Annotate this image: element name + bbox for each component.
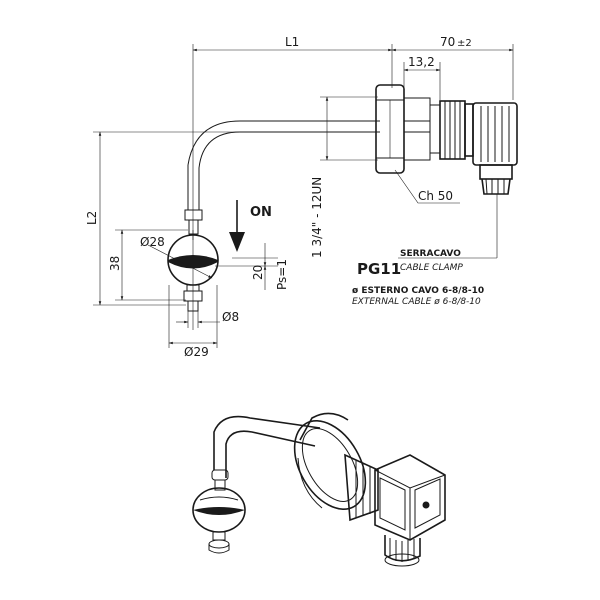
dim-thread: 1 3/4" - 12UN bbox=[310, 177, 324, 258]
esterno-label: ø ESTERNO CAVO 6-8/8-10 bbox=[352, 286, 484, 296]
dim-l1: L1 bbox=[285, 35, 299, 49]
float-ball bbox=[167, 230, 219, 330]
serracavo-label: SERRACAVO bbox=[400, 249, 461, 259]
front-view: L1 70 ±2 13,2 Ch 50 1 3/4" - 12UN L2 38 … bbox=[85, 35, 518, 359]
dim-70-tol: ±2 bbox=[457, 38, 472, 49]
on-label: ON bbox=[250, 205, 272, 220]
dim-d8: Ø8 bbox=[222, 310, 239, 324]
hex-nut bbox=[375, 84, 441, 174]
dim-70: 70 bbox=[440, 35, 455, 49]
dim-l2: L2 bbox=[85, 211, 99, 225]
external-label: EXTERNAL CABLE ø 6-8/8-10 bbox=[352, 297, 481, 307]
dim-ps: Ps=1 bbox=[275, 259, 289, 290]
dim-ch50: Ch 50 bbox=[418, 189, 453, 203]
dim-13-2: 13,2 bbox=[408, 55, 435, 69]
perspective-view bbox=[192, 412, 446, 567]
connector-body bbox=[472, 102, 518, 195]
dim-38: 38 bbox=[108, 256, 122, 271]
cable-clamp-label: CABLE CLAMP bbox=[400, 263, 463, 273]
dim-d28: Ø28 bbox=[140, 235, 165, 249]
dim-d29: Ø29 bbox=[184, 345, 209, 359]
cable-gland bbox=[439, 100, 474, 160]
dim-20: 20 bbox=[251, 265, 265, 280]
pg11-label: PG11 bbox=[357, 260, 401, 278]
